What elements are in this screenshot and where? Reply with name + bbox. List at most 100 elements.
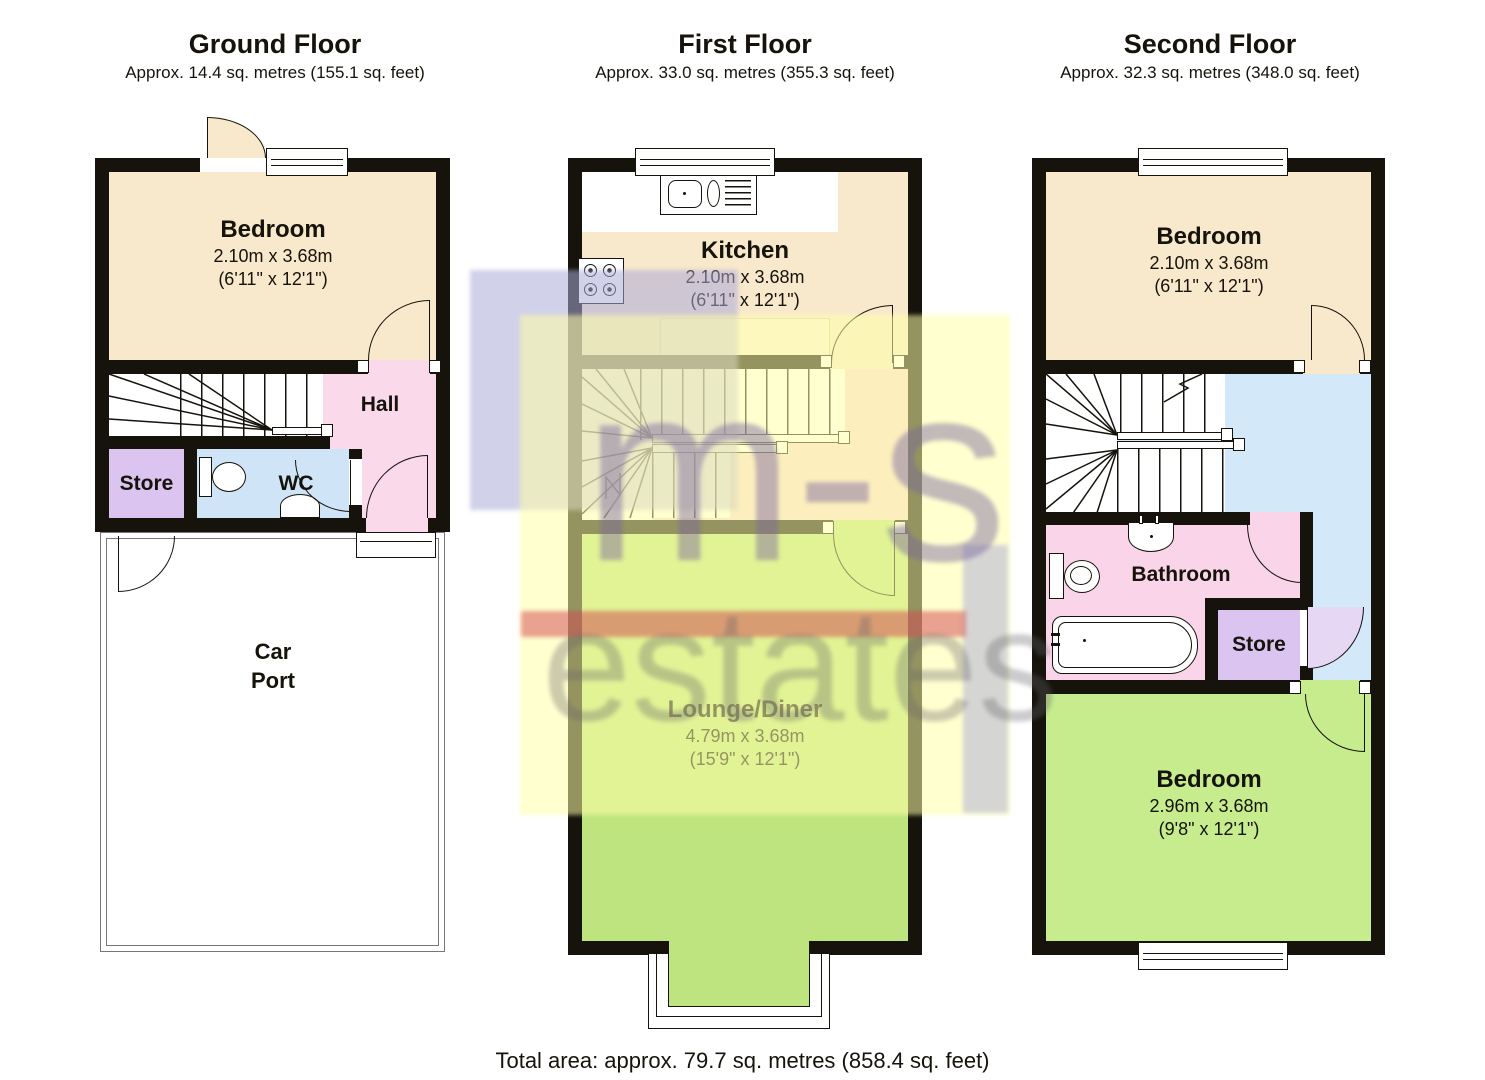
stair-handrail-upper xyxy=(652,434,844,443)
door-jamb xyxy=(820,355,832,368)
wall-below-stairs xyxy=(109,436,330,449)
stair-winder-lines xyxy=(108,373,273,431)
bathroom-label: Bathroom xyxy=(1131,563,1231,586)
stair-handrail xyxy=(272,427,327,435)
rail-post xyxy=(1233,438,1245,451)
carport-label-2: Port xyxy=(251,667,295,693)
room-store: Store xyxy=(109,449,184,518)
carport-outline-inner xyxy=(106,538,439,946)
room-name: Bedroom xyxy=(220,216,326,243)
door-gap-bedroom-front xyxy=(1303,360,1360,374)
bath-tap xyxy=(1051,633,1060,636)
bedroom-back-window xyxy=(1138,942,1288,970)
sink-drain xyxy=(683,192,686,195)
room-dim-metric: 2.10m x 3.68m xyxy=(1149,253,1269,273)
door-jamb xyxy=(1359,681,1371,694)
door-gap-bathroom xyxy=(1250,512,1302,525)
first-floor-subtitle: Approx. 33.0 sq. metres (355.3 sq. feet) xyxy=(595,63,895,83)
stair-handrail-lower xyxy=(1117,441,1239,449)
door-jamb xyxy=(1359,360,1371,373)
second-floor-plan: Bedroom 2.10m x 3.68m (6'11" x 12'1") xyxy=(1025,110,1405,1000)
carport-outline-outer xyxy=(100,532,445,952)
bathroom-label-block: Bathroom xyxy=(1091,562,1271,588)
door-jamb xyxy=(822,521,834,534)
bay-recess xyxy=(668,941,810,1007)
first-floor-title: First Floor xyxy=(678,29,812,59)
entry-door-arc xyxy=(207,117,266,158)
room-dim-metric: 4.79m x 3.68m xyxy=(685,726,805,746)
door-gap-lounge xyxy=(833,520,895,534)
toilet-bowl-inner xyxy=(1070,566,1092,585)
wall-store-top xyxy=(1205,598,1313,610)
store-label: Store xyxy=(1232,633,1286,656)
rail-post xyxy=(1221,428,1233,441)
door-jamb xyxy=(1293,360,1305,373)
bath-tap xyxy=(1051,643,1060,646)
toilet-cistern xyxy=(1049,553,1064,599)
store-label: Store xyxy=(119,471,174,495)
room-dim-metric: 2.10m x 3.68m xyxy=(685,267,805,287)
bedroom-front-window xyxy=(1138,148,1288,176)
bathtub xyxy=(1051,616,1198,674)
room-name: Lounge/Diner xyxy=(667,696,823,723)
bathroom-basin xyxy=(1128,515,1174,552)
stair-handrail-lower xyxy=(652,444,782,453)
bedroom-label-block: Bedroom 2.10m x 3.68m (6'11" x 12'1") xyxy=(123,215,423,290)
rail-post xyxy=(838,431,850,444)
kitchen-label-block: Kitchen 2.10m x 3.68m (6'11" x 12'1") xyxy=(595,236,895,311)
second-floor-subtitle: Approx. 32.3 sq. metres (348.0 sq. feet) xyxy=(1060,63,1360,83)
door-gap-front xyxy=(366,518,428,532)
room-store: Store xyxy=(1218,610,1300,680)
room-dim-imperial: (9'8" x 12'1") xyxy=(1158,818,1260,839)
door-jamb xyxy=(1289,681,1301,694)
room-name: Kitchen xyxy=(700,237,789,264)
window-glazing xyxy=(271,158,343,166)
kitchen-window xyxy=(635,148,775,176)
threshold-line xyxy=(360,541,432,542)
carport-label-1: Car xyxy=(254,639,292,664)
first-floor-plan: Kitchen 2.10m x 3.68m (6'11" x 12'1") xyxy=(560,110,940,1050)
stair-direction-arrow xyxy=(605,473,621,499)
rail-post xyxy=(776,441,788,454)
door-jamb xyxy=(357,360,369,373)
room-name: Bedroom xyxy=(1156,766,1262,793)
hall-label-block: Hall xyxy=(330,392,430,418)
door-gap-bedroom-back xyxy=(1300,680,1360,694)
ground-floor-title: Ground Floor xyxy=(188,29,362,59)
second-floor-header: Second Floor Approx. 32.3 sq. metres (34… xyxy=(1025,28,1395,83)
stair-break-mark xyxy=(1163,373,1203,403)
ground-floor-plan: Store WC Bedroom 2.10m x 3.68m (6'11" x … xyxy=(95,110,465,970)
basin-tap xyxy=(1139,515,1143,524)
second-floor-title: Second Floor xyxy=(1123,29,1297,59)
door-jamb xyxy=(893,355,905,368)
stair-treads-upper xyxy=(1120,374,1225,440)
window-glazing xyxy=(1143,952,1283,960)
hall-label: Hall xyxy=(360,393,400,416)
kitchen-sink-unit xyxy=(660,167,757,215)
room-dim-metric: 2.10m x 3.68m xyxy=(213,246,333,266)
door-gap-entry xyxy=(200,158,266,172)
toilet-bowl xyxy=(212,462,246,492)
room-name: Bedroom xyxy=(1156,223,1262,250)
wall-store-wc xyxy=(184,449,197,518)
bedroom-front-label-block: Bedroom 2.10m x 3.68m (6'11" x 12'1") xyxy=(1059,222,1359,297)
room-dim-metric: 2.96m x 3.68m xyxy=(1149,796,1269,816)
basin-tap xyxy=(1155,515,1159,524)
basin-drain xyxy=(1150,535,1153,538)
wall-store-left xyxy=(1205,598,1218,680)
porch-threshold xyxy=(356,532,436,558)
door-jamb xyxy=(894,521,906,534)
window-glazing xyxy=(1143,158,1283,166)
stair-treads-lower xyxy=(1117,448,1225,518)
first-floor-header: First Floor Approx. 33.0 sq. metres (355… xyxy=(560,28,930,83)
ground-floor-subtitle: Approx. 14.4 sq. metres (155.1 sq. feet) xyxy=(125,63,425,83)
room-dim-imperial: (15'9" x 12'1") xyxy=(689,748,801,769)
kitchen-counter xyxy=(660,318,830,358)
bath-drain xyxy=(1083,639,1086,642)
stair-winder-lines xyxy=(1045,373,1203,517)
bathtub-inner xyxy=(1058,622,1192,668)
window-glazing xyxy=(640,158,770,166)
door-jamb xyxy=(429,360,441,373)
wall-landing-bathroom xyxy=(1032,512,1313,525)
